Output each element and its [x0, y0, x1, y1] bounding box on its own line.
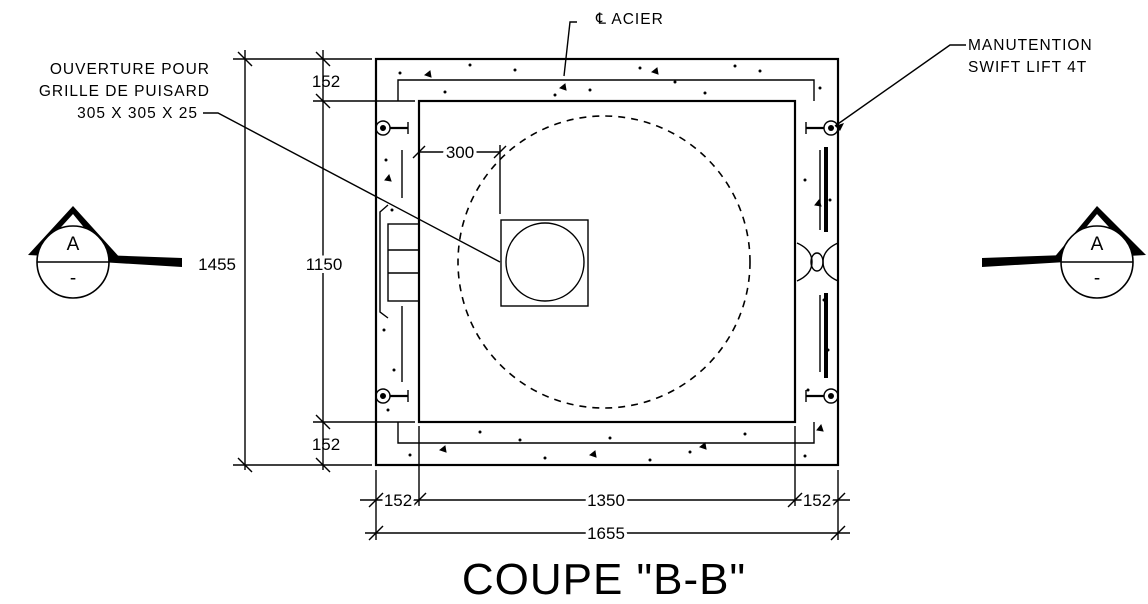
section-marker-right-sub: -: [1094, 268, 1100, 289]
steel-note: ℄ ACIER: [595, 11, 664, 28]
section-marker-left-letter: A: [67, 234, 80, 255]
access-circle: [457, 115, 751, 409]
right-wall-detail: [796, 147, 839, 378]
section-title: COUPE "B-B": [462, 555, 746, 604]
lifting-anchor-top-left: [375, 120, 409, 136]
section-marker-right-letter: A: [1091, 234, 1104, 255]
steel-centerline-bottom: [397, 422, 815, 444]
dim-overall-height-label: 1455: [198, 255, 236, 274]
opening-note-line2: GRILLE DE PUISARD: [39, 83, 210, 100]
opening-leader: [203, 112, 501, 263]
section-marker-left-sub: -: [70, 268, 76, 289]
lifting-anchor-bottom-right: [805, 388, 839, 404]
concrete-hatch: [382, 63, 832, 462]
section-marker-right: [982, 206, 1146, 299]
inner-wall: [417, 99, 797, 424]
steel-leader: [563, 21, 577, 77]
section-marker-left: [28, 206, 182, 299]
grille-opening: [500, 219, 589, 307]
dim-bottom-wall-label: 152: [312, 435, 340, 454]
outer-wall: [374, 57, 840, 467]
dim-overall-height: [233, 50, 372, 473]
handling-arrow: [835, 123, 844, 131]
opening-note-line3: 305 X 305 X 25: [77, 105, 198, 122]
lifting-anchor-bottom-left: [375, 388, 409, 404]
dim-inner-width-label: 1350: [587, 491, 625, 510]
dim-opening-offset: [412, 145, 507, 214]
dim-overall-width: [365, 525, 850, 541]
dim-right-wall-label: 152: [803, 491, 831, 510]
grille-circle: [505, 222, 585, 302]
steel-centerline: [397, 79, 815, 101]
lifting-anchor-top-right: [805, 120, 839, 136]
dim-left-wall-label: 152: [384, 491, 412, 510]
handling-note-line1: MANUTENTION: [968, 37, 1093, 54]
dim-overall-width-label: 1655: [587, 524, 625, 543]
handling-note-line2: SWIFT LIFT 4T: [968, 59, 1087, 76]
left-opening-detail: [379, 150, 420, 382]
opening-note-line1: OUVERTURE POUR: [50, 61, 210, 78]
dim-width-row: [360, 426, 850, 540]
dim-inner-height: [313, 50, 415, 473]
dim-inner-height-label: 1150: [306, 255, 343, 274]
handling-leader: [834, 44, 966, 127]
dim-top-wall-label: 152: [312, 72, 340, 91]
dim-opening-offset-label: 300: [446, 143, 474, 162]
